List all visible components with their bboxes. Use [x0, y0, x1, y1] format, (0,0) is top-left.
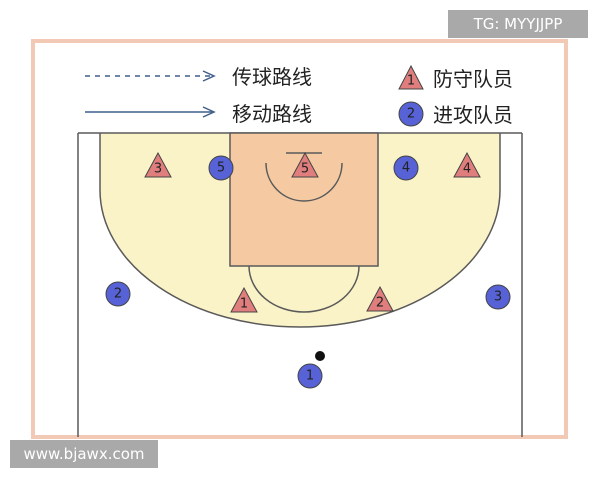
defender-4: 4 — [453, 151, 481, 178]
restricted-arc — [265, 162, 343, 202]
ball-icon — [315, 351, 325, 361]
defender-4-number: 4 — [463, 162, 471, 177]
defender-2-number: 2 — [376, 296, 384, 311]
attacker-2-number: 2 — [114, 287, 122, 302]
attacker-4-number: 4 — [402, 161, 410, 176]
attacker-label: 进攻队员 — [433, 103, 513, 127]
defender-3: 3 — [144, 151, 172, 178]
move-route-arrowhead — [202, 106, 216, 118]
defender-5-number: 5 — [301, 162, 309, 177]
defender-2: 2 — [366, 285, 394, 312]
attacker-legend-marker: 2 — [398, 101, 424, 127]
attacker-4: 4 — [393, 155, 419, 181]
defender-legend-number: 1 — [407, 74, 415, 89]
defender-legend-marker: 1 — [398, 64, 424, 90]
defender-1: 1 — [230, 286, 258, 313]
attacker-2: 2 — [105, 281, 131, 307]
attacker-5-number: 5 — [217, 161, 225, 176]
pass-route-label: 传球路线 — [232, 65, 312, 89]
defender-3-number: 3 — [154, 162, 162, 177]
attacker-legend-number: 2 — [407, 107, 415, 122]
legend: 传球路线 移动路线 1 防守队员 2 进攻队员 — [85, 64, 513, 127]
move-route-label: 移动路线 — [232, 102, 312, 126]
free-throw-circle — [248, 265, 360, 313]
attacker-1: 1 — [297, 363, 323, 389]
watermark-site: www.bjawx.com — [10, 440, 158, 468]
defender-1-number: 1 — [240, 297, 248, 312]
attacker-1-number: 1 — [306, 369, 314, 384]
watermark-tag: TG: MYYJJPP — [448, 10, 588, 38]
pass-route-arrowhead — [202, 70, 216, 82]
attacker-3: 3 — [485, 284, 511, 310]
attacker-5: 5 — [208, 155, 234, 181]
attacker-3-number: 3 — [494, 290, 502, 305]
defender-label: 防守队员 — [433, 67, 513, 91]
defender-5: 5 — [291, 151, 319, 178]
three-point-line — [99, 133, 501, 328]
